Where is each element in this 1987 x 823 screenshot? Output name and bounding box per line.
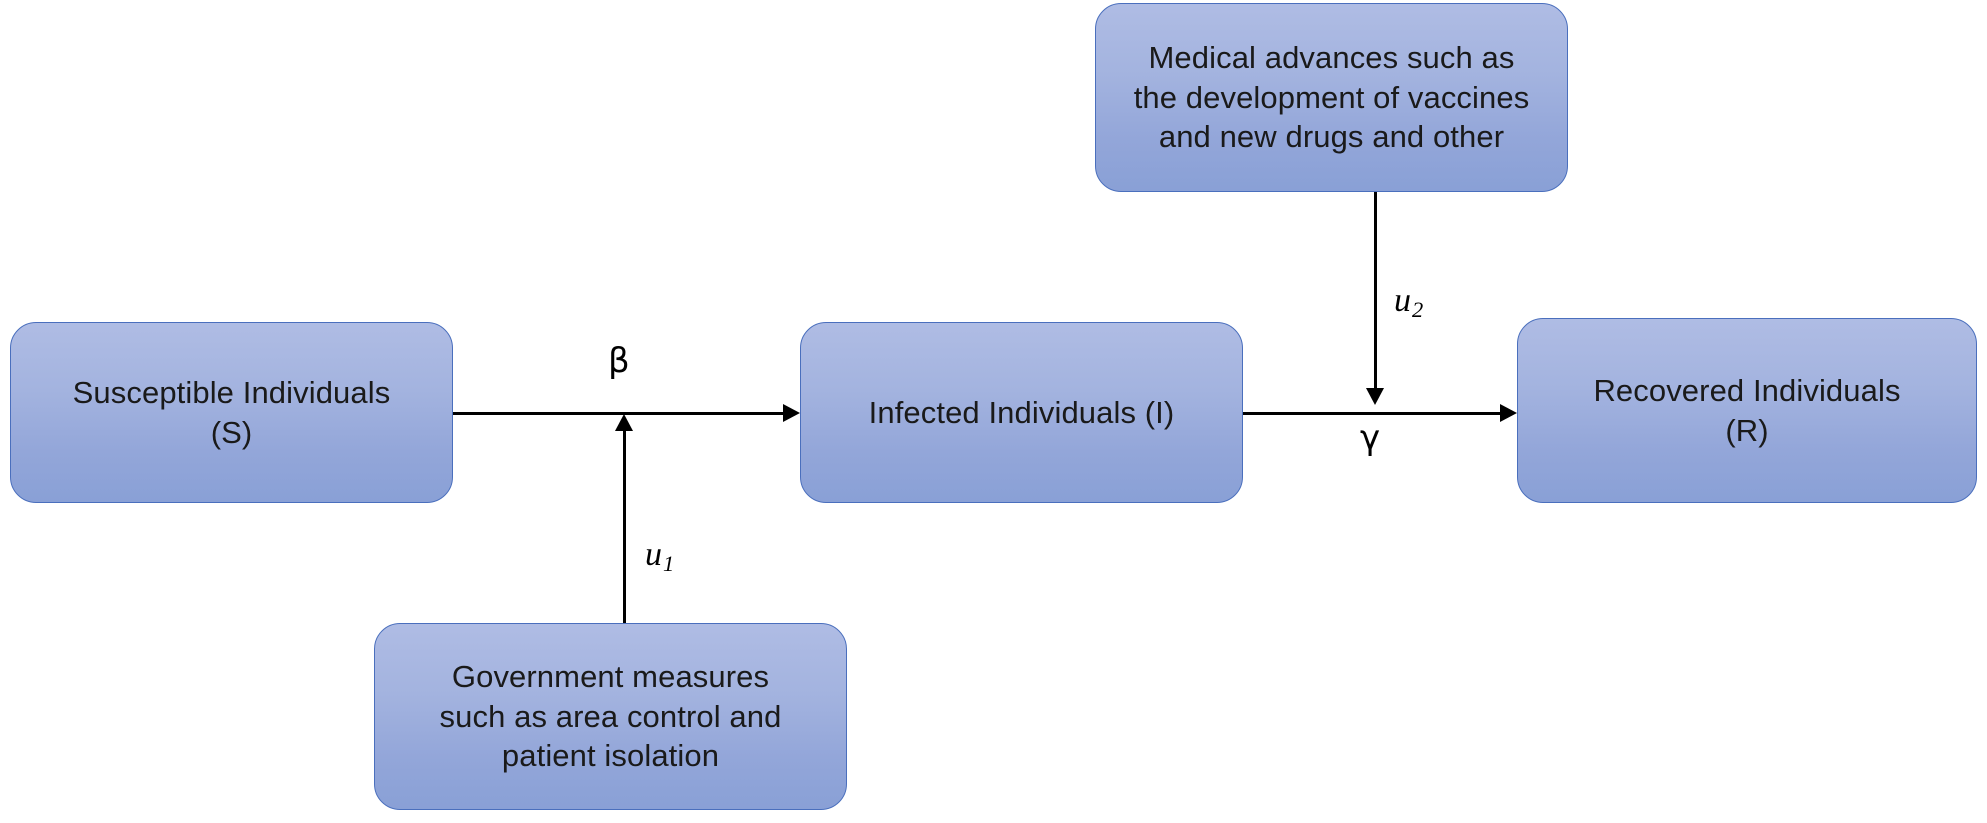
edge-susceptible-to-infected-line [453,412,783,415]
node-infected-label: Infected Individuals (I) [868,394,1175,430]
edge-label-gamma: γ [1360,418,1381,458]
node-medical-advances[interactable]: Medical advances such as the development… [1095,3,1568,192]
edge-government-to-si-line [623,430,626,623]
edge-medical-to-ir-arrowhead [1366,388,1384,405]
edge-infected-to-recovered-arrowhead [1500,404,1517,422]
node-infected[interactable]: Infected Individuals (I) [800,322,1243,503]
edge-label-beta: β [608,341,630,381]
edge-label-u1-subscript: 1 [663,551,675,577]
node-government-measures-label: Government measures such as area control… [439,658,782,774]
edge-label-u2-base: u [1394,282,1411,319]
node-susceptible-label: Susceptible Individuals (S) [72,374,391,450]
edge-infected-to-recovered-line [1243,412,1500,415]
edge-medical-to-ir-line [1374,192,1377,388]
node-recovered[interactable]: Recovered Individuals (R) [1517,318,1977,503]
edge-label-u2: u2 [1394,284,1423,322]
node-medical-advances-label: Medical advances such as the development… [1133,39,1530,155]
node-susceptible[interactable]: Susceptible Individuals (S) [10,322,453,503]
node-recovered-label: Recovered Individuals (R) [1593,372,1901,448]
node-government-measures[interactable]: Government measures such as area control… [374,623,847,810]
edge-susceptible-to-infected-arrowhead [783,404,800,422]
edge-label-u1-base: u [645,536,662,573]
edge-government-to-si-arrowhead [615,414,633,431]
edge-label-u2-subscript: 2 [1412,297,1424,323]
edge-label-u1: u1 [645,538,674,576]
